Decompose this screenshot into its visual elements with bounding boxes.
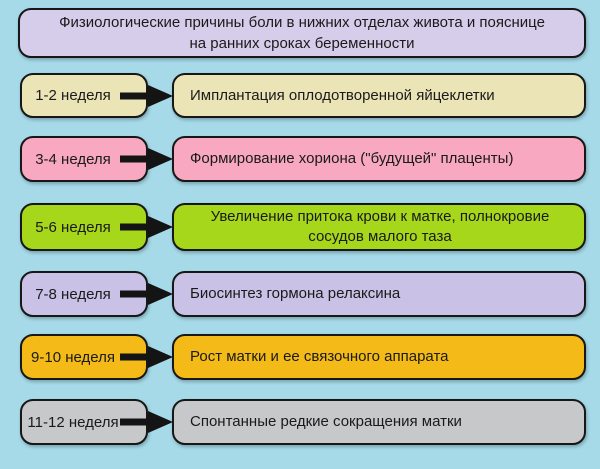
right-arrow-icon xyxy=(120,216,173,238)
right-arrow-icon xyxy=(120,346,173,368)
row-week-9-10: 9-10 неделя Рост матки и ее связочного а… xyxy=(0,334,600,380)
cause-1-2-box: Имплантация оплодотворенной яйцеклетки xyxy=(172,73,586,118)
right-arrow-icon xyxy=(120,283,173,305)
cause-1-2-text: Имплантация оплодотворенной яйцеклетки xyxy=(190,86,495,104)
week-11-12-label: 11-12 неделя xyxy=(27,413,119,431)
cause-11-12-text: Спонтанные редкие сокращения матки xyxy=(190,413,462,430)
row-week-3-4: 3-4 неделя Формирование хориона ("будуще… xyxy=(0,136,600,182)
cause-11-12-box: Спонтанные редкие сокращения матки xyxy=(172,399,586,445)
title-box: Физиологические причины боли в нижних от… xyxy=(18,8,586,58)
row-week-5-6: 5-6 неделя Увеличение притока крови к ма… xyxy=(0,203,600,251)
week-9-10-label: 9-10 неделя xyxy=(31,348,115,366)
title-line-1: Физиологические причины боли в нижних от… xyxy=(59,14,545,31)
right-arrow-icon xyxy=(120,84,173,107)
cause-7-8-box: Биосинтез гормона релаксина xyxy=(172,271,586,317)
week-3-4-label: 3-4 неделя xyxy=(35,150,111,168)
cause-9-10-box: Рост матки и ее связочного аппарата xyxy=(172,334,586,380)
title-line-2: на ранних сроках беременности xyxy=(189,35,415,52)
cause-9-10-text: Рост матки и ее связочного аппарата xyxy=(190,348,449,365)
cause-5-6-text-line2: сосудов малого таза xyxy=(308,228,452,245)
right-arrow-icon xyxy=(120,411,173,433)
cause-3-4-text: Формирование хориона ("будущей" плаценты… xyxy=(190,150,514,167)
cause-5-6-box: Увеличение притока крови к матке, полнок… xyxy=(172,203,586,251)
row-week-1-2: 1-2 неделя Имплантация оплодотворенной я… xyxy=(0,73,600,118)
cause-7-8-text: Биосинтез гормона релаксина xyxy=(190,285,401,302)
week-5-6-label: 5-6 неделя xyxy=(35,218,111,236)
row-week-7-8: 7-8 неделя Биосинтез гормона релаксина xyxy=(0,271,600,317)
cause-3-4-box: Формирование хориона ("будущей" плаценты… xyxy=(172,136,586,182)
cause-5-6-text-line1: Увеличение притока крови к матке, полнок… xyxy=(210,208,550,225)
right-arrow-icon xyxy=(120,148,173,170)
row-week-11-12: 11-12 неделя Спонтанные редкие сокращени… xyxy=(0,399,600,445)
week-5-6-label-box: 5-6 неделя xyxy=(20,203,148,251)
week-1-2-label: 1-2 неделя xyxy=(35,87,111,104)
week-7-8-label: 7-8 неделя xyxy=(35,285,111,303)
